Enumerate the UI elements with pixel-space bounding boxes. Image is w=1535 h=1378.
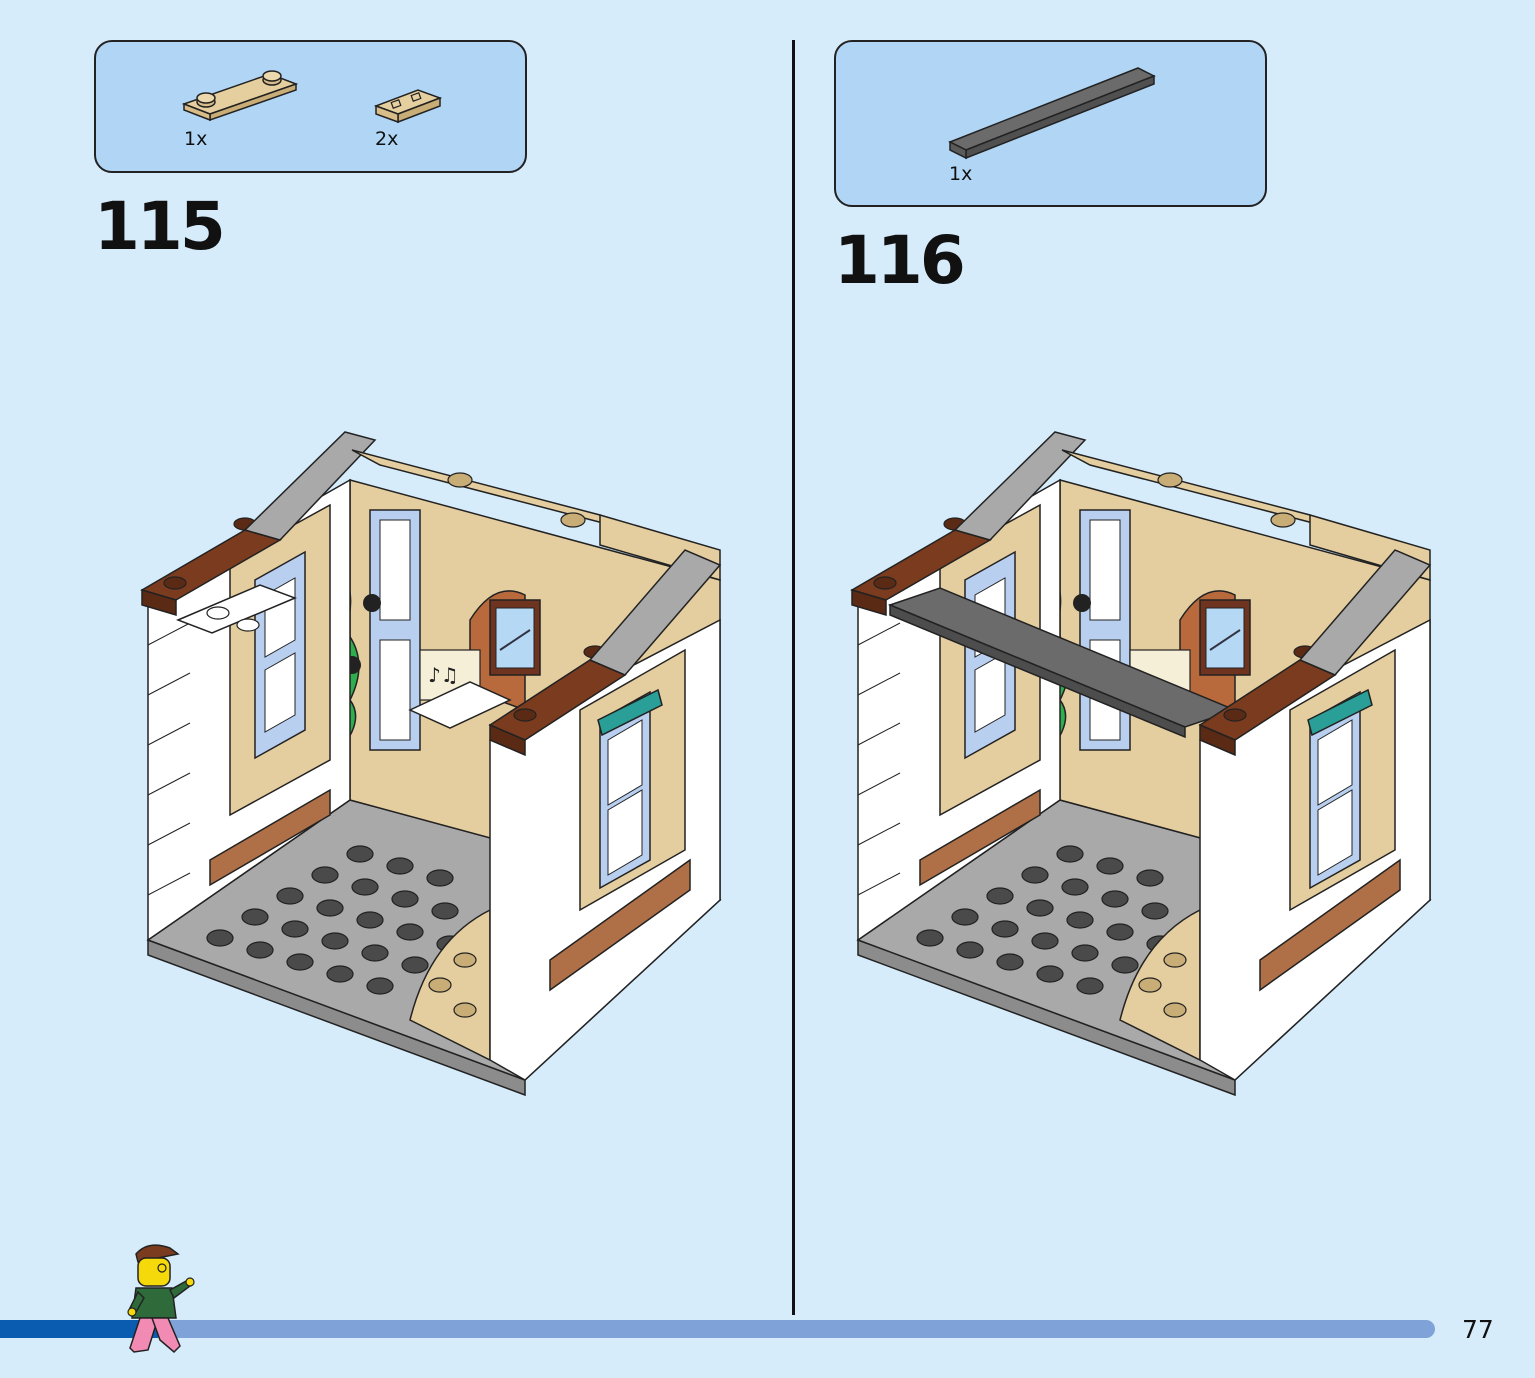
progress-bar: [0, 1320, 1435, 1338]
part-qty-label: 1x: [184, 128, 208, 150]
page-divider: [792, 40, 795, 1315]
part-qty-label: 1x: [949, 163, 973, 185]
dark-gray-tile-1x8-icon: [948, 67, 1156, 160]
parts-callout-step-115: 1x 2x: [94, 40, 527, 173]
parts-callout-step-116: 1x: [834, 40, 1267, 207]
svg-text:♪♫: ♪♫: [428, 663, 459, 687]
page-number: 77: [1462, 1315, 1494, 1344]
model-illustration-step-116: [850, 431, 1432, 1097]
progress-fill: [0, 1320, 158, 1338]
model-illustration-step-115: ♪♫: [140, 431, 722, 1097]
step-number: 116: [834, 222, 966, 299]
minifigure-walking-icon: [127, 1244, 195, 1354]
tan-plate-1x4-icon: [181, 70, 299, 122]
step-number: 115: [94, 188, 226, 265]
part-qty-label: 2x: [375, 128, 399, 150]
tan-plate-1x2-clip-icon: [373, 89, 443, 124]
